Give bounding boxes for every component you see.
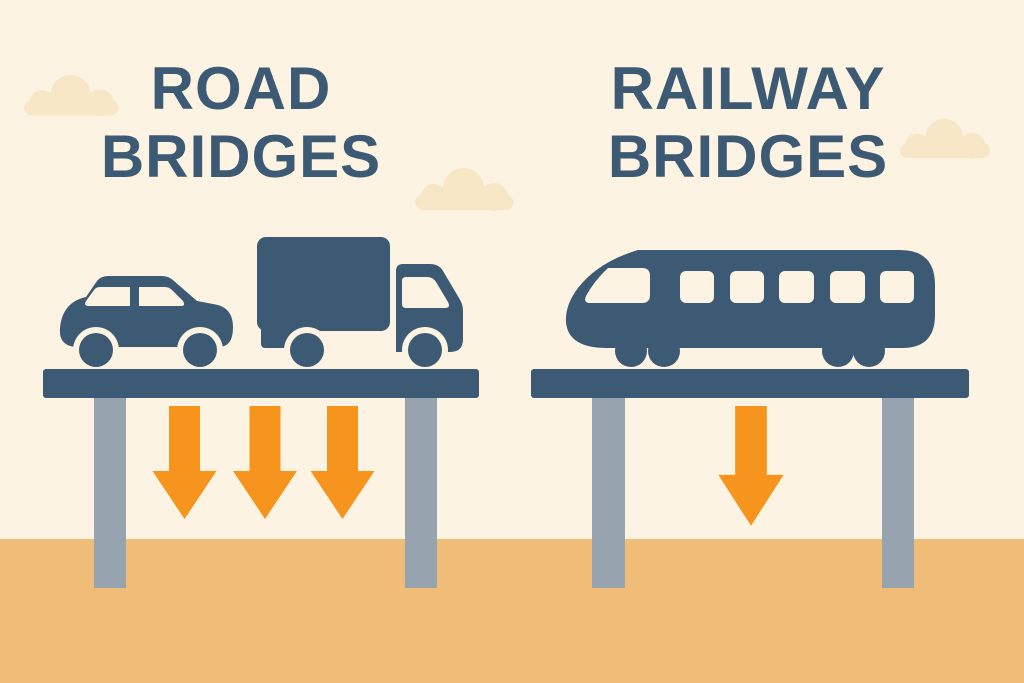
car-icon: [59, 276, 233, 373]
railway-bridges-title-line1: RAILWAY: [610, 55, 886, 122]
railway-bridges-title: RAILWAY BRIDGES: [608, 55, 888, 191]
road-bridges-title-line2: BRIDGES: [100, 123, 382, 190]
cloud-icon: [415, 168, 514, 212]
load-arrow-icon: [233, 406, 297, 519]
railway-bridges-title-line2: BRIDGES: [607, 123, 889, 190]
train-icon: [565, 250, 935, 367]
bridge-pier: [405, 398, 437, 588]
railway-bridge-deck: [531, 369, 969, 398]
road-bridges-title-line1: ROAD: [150, 55, 332, 122]
truck-icon: [257, 237, 463, 373]
cloud-icon: [899, 119, 991, 159]
bridge-pier: [592, 398, 625, 588]
load-arrow-icon: [310, 406, 375, 519]
bridge-pier: [882, 398, 914, 588]
road-bridge-deck: [43, 369, 479, 398]
load-arrow-icon: [718, 406, 784, 526]
bridge-pier: [94, 398, 126, 588]
road-bridges-title: ROAD BRIDGES: [101, 55, 381, 191]
load-arrow-icon: [152, 406, 217, 519]
ground: [0, 539, 1024, 683]
